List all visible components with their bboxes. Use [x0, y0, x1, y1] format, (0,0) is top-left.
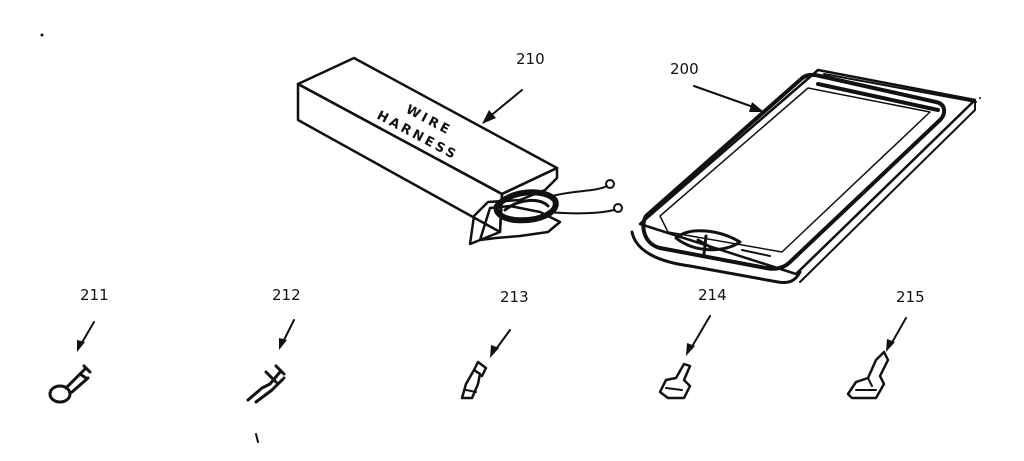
label-211: 211 [80, 286, 109, 304]
label-213: 213 [500, 288, 529, 306]
arrow-215 [886, 317, 907, 352]
arrow-200 [693, 85, 764, 112]
tray [630, 68, 977, 284]
tray-latch [674, 229, 742, 256]
wire-harness-box: WIRE HARNESS [296, 56, 623, 246]
pin-terminal-213 [460, 360, 488, 400]
scan-specks [40, 33, 981, 443]
ring-terminal-211 [48, 364, 92, 404]
label-215: 215 [896, 288, 925, 306]
arrow-214 [686, 315, 711, 356]
arrow-210 [482, 89, 523, 124]
label-212: 212 [272, 286, 301, 304]
label-200: 200 [670, 60, 699, 78]
arrow-211 [77, 321, 95, 352]
spade-terminal-212 [246, 364, 286, 404]
label-210: 210 [516, 50, 545, 68]
receptacle-terminal-215 [846, 350, 890, 400]
arrow-212 [279, 319, 295, 350]
arrow-213 [490, 329, 511, 358]
receptacle-terminal-214 [658, 362, 692, 400]
coiled-wire-harness [493, 179, 623, 224]
label-214: 214 [698, 286, 727, 304]
